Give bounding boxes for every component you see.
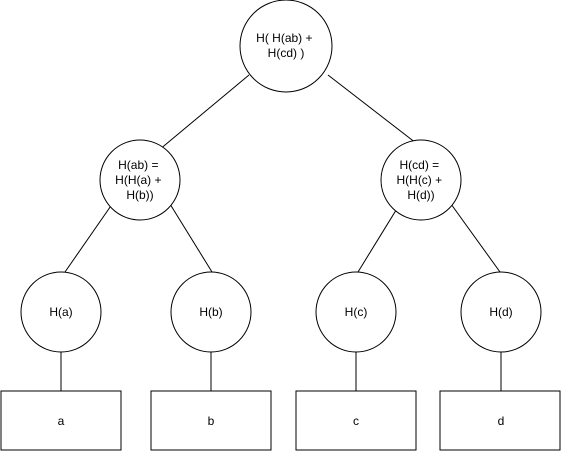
leaf-block-c: c <box>295 390 417 451</box>
hab-node-label: H(ab) = H(H(a) + H(b)) <box>115 158 165 202</box>
leaf-c-label: c <box>353 414 359 428</box>
hd-node-label: H(d) <box>489 305 512 319</box>
hab-node: H(ab) = H(H(a) + H(b)) <box>99 139 181 221</box>
root-node: H( H(ab) + H(cd) ) <box>239 0 333 93</box>
hc-node-label: H(c) <box>345 305 368 319</box>
ha-node: H(a) <box>20 271 102 353</box>
edge-hcd-hc <box>357 206 399 273</box>
leaf-block-a: a <box>0 390 122 451</box>
leaf-d-label: d <box>498 414 505 428</box>
edge-root-hab <box>158 74 250 151</box>
hcd-node: H(cd) = H(H(c) + H(d)) <box>380 139 462 221</box>
tree-edges <box>60 74 502 391</box>
hb-node: H(b) <box>170 271 252 353</box>
leaf-a-label: a <box>58 414 65 428</box>
leaf-block-b: b <box>150 390 272 451</box>
ha-node-label: H(a) <box>49 305 72 319</box>
edge-hab-hb <box>169 203 213 273</box>
leaf-b-label: b <box>208 414 215 428</box>
edge-hcd-hd <box>450 203 501 273</box>
hc-node: H(c) <box>315 271 397 353</box>
edge-hab-ha <box>64 199 116 273</box>
hb-node-label: H(b) <box>199 305 222 319</box>
edge-root-hcd <box>327 74 426 151</box>
root-node-label: H( H(ab) + H(cd) ) <box>256 31 316 60</box>
leaf-block-d: d <box>439 390 561 451</box>
hcd-node-label: H(cd) = H(H(c) + H(d)) <box>396 158 445 202</box>
hd-node: H(d) <box>460 271 542 353</box>
